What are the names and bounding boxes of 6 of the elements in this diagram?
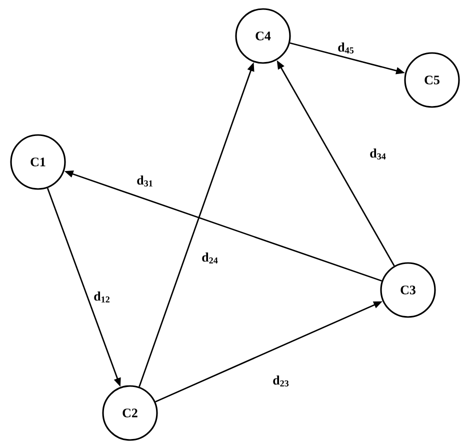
edge-label: d$_{31}$	[137, 176, 152, 186]
edge-label: d$_{45}$	[338, 42, 354, 54]
edge-label: d$_{23}$	[273, 376, 289, 386]
edge-label: d$_{12}$	[94, 292, 110, 302]
edge-label: d$_{34}$	[370, 148, 386, 160]
edge-label: d$_{24}$	[202, 252, 218, 264]
